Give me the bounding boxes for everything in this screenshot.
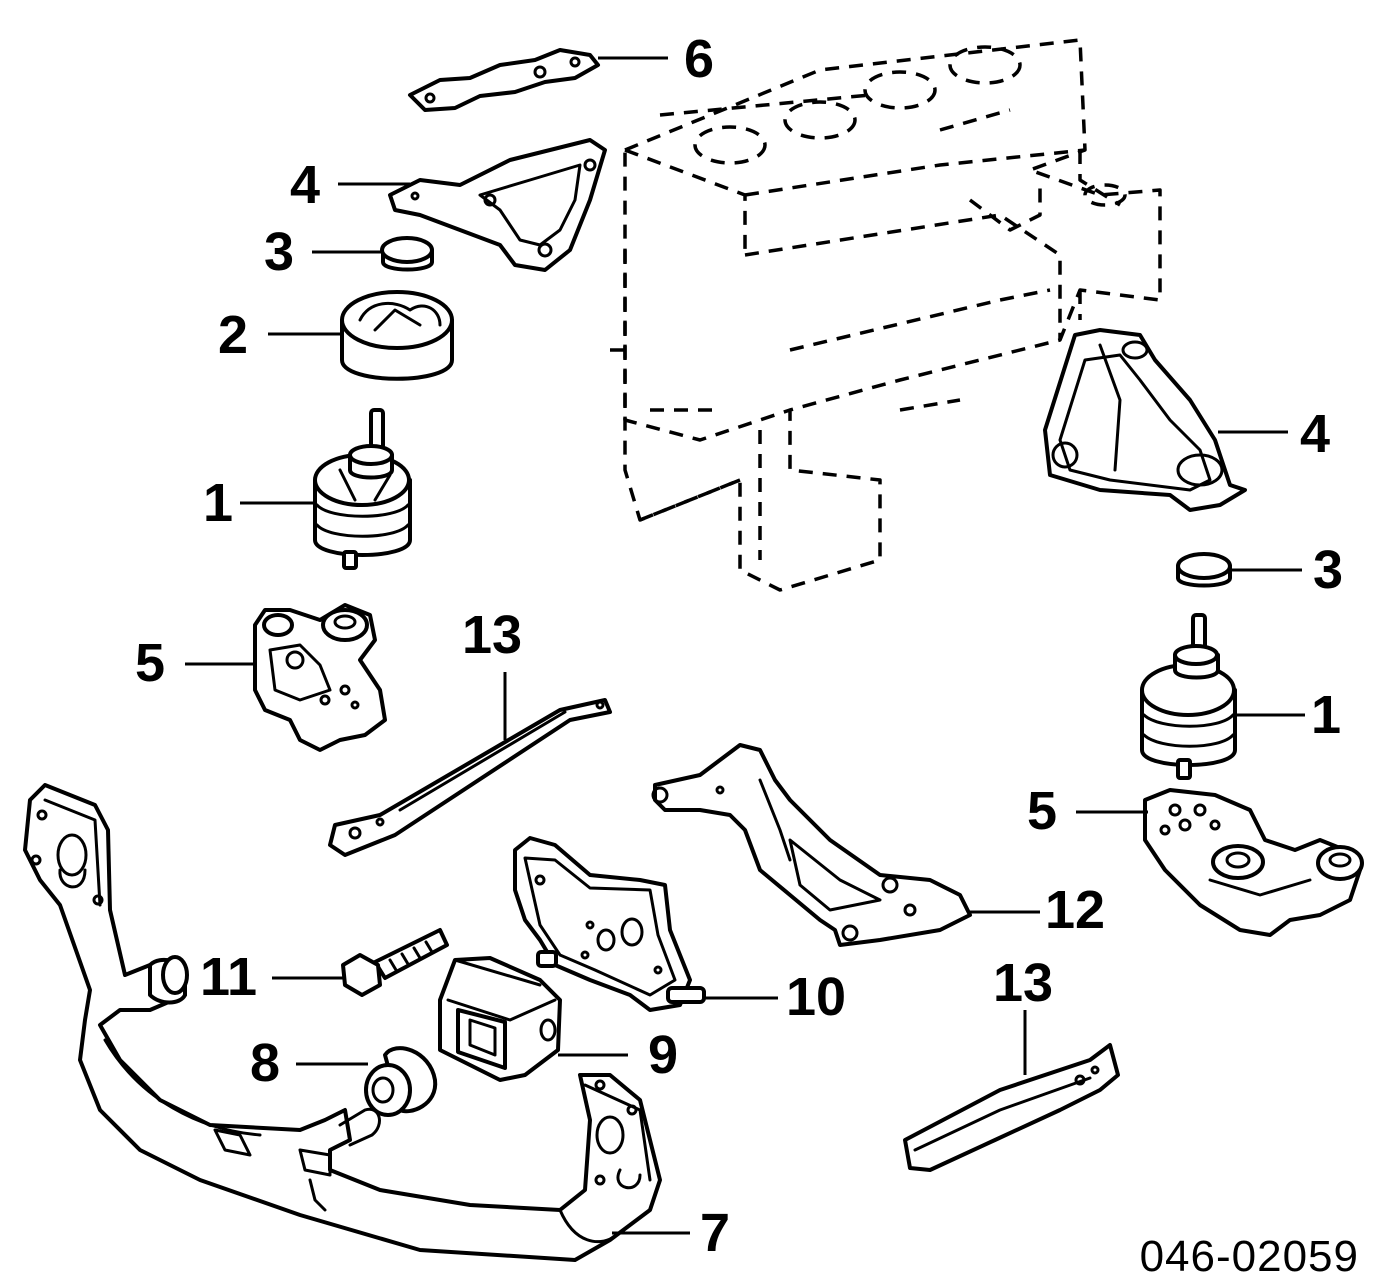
callout-4-left: 4 [290,155,321,215]
callout-9: 9 [648,1025,679,1085]
callout-13-lower: 13 [993,953,1054,1013]
part-3-right-washer [1176,552,1302,588]
callout-3-right: 3 [1313,540,1344,600]
callout-8: 8 [250,1033,281,1093]
callout-13-upper: 13 [462,605,523,665]
part-13-upper-strut [328,672,612,857]
callout-1-left: 1 [203,473,234,533]
part-7-subframe [23,783,690,1262]
part-9-transmission-mount [438,956,628,1082]
callout-1-right: 1 [1311,685,1342,745]
part-12-crossmember [651,743,1040,947]
part-13-lower-strut [903,1010,1120,1172]
part-1-right-mount [1140,613,1305,780]
callout-3-left: 3 [264,222,295,282]
diagram-code: 046-02059 [1139,1232,1359,1281]
callout-6: 6 [684,29,715,89]
part-10-mount-plate [513,836,778,1012]
part-11-bolt [272,928,449,997]
part-5-right-bracket [1076,788,1364,937]
callout-7: 7 [700,1203,731,1263]
callout-5-right: 5 [1027,781,1058,841]
callout-11: 11 [200,947,258,1007]
part-8-bushing [296,1046,438,1117]
part-6-shield-plate [408,48,668,112]
callout-10: 10 [786,967,847,1027]
callout-5-left: 5 [135,633,166,693]
part-5-left-bracket [185,603,387,752]
callout-4-right: 4 [1300,404,1331,464]
part-1-left-mount [240,408,412,570]
part-3-left-washer [312,236,434,272]
callout-2: 2 [218,305,249,365]
engine-block-outline [610,38,1162,592]
part-2-insulator [268,290,454,381]
part-4-right-bracket [1043,328,1288,512]
part-4-left-bracket [338,138,607,272]
callout-12: 12 [1045,880,1106,940]
